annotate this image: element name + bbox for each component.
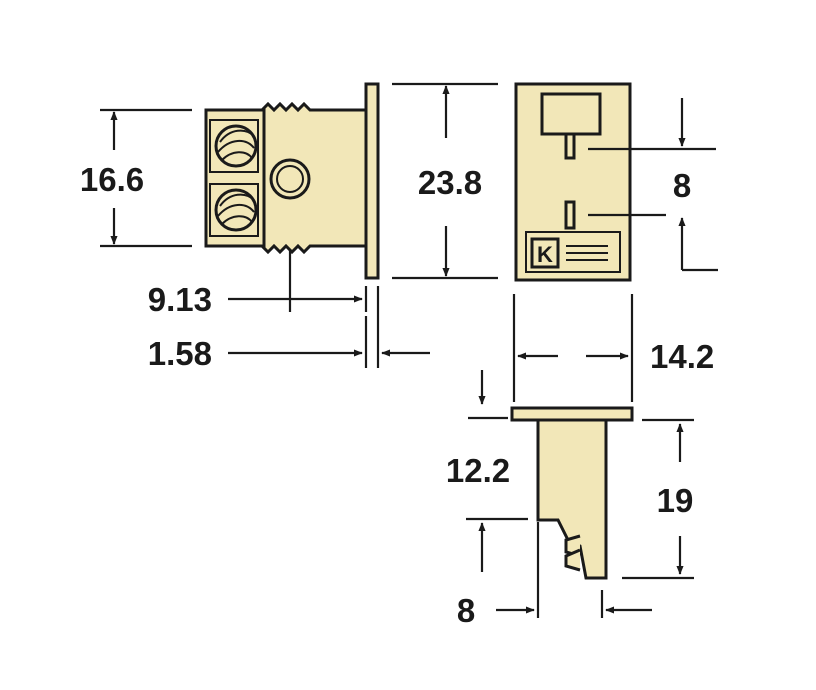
connector-flange — [364, 82, 380, 280]
dim-flange-thickness: 1.58 — [148, 335, 212, 372]
dim-screw-offset: 9.13 — [148, 281, 212, 318]
bottom-view: 12.2 19 8 — [446, 370, 694, 629]
label-lines-icon — [566, 245, 608, 261]
dim-slot-spacing: 8 — [673, 167, 691, 204]
upper-pin-slot — [564, 132, 576, 160]
dim-side-upper: 12.2 — [446, 452, 510, 489]
thread-teeth-icon — [564, 534, 581, 572]
dim-face-width: 14.2 — [650, 338, 714, 375]
dim-terminal-height: 16.6 — [80, 161, 144, 198]
dim-face-height: 23.8 — [418, 164, 482, 201]
front-view: K 8 14.2 — [512, 82, 718, 402]
dim-side-total: 19 — [657, 482, 694, 519]
screw-icon — [209, 119, 259, 173]
bottom-flange — [510, 406, 634, 422]
type-label-plate — [525, 231, 621, 273]
side-view: 16.6 23.8 9.13 1.58 — [80, 82, 498, 372]
boss-icon — [269, 158, 311, 200]
dim-side-width: 8 — [457, 592, 475, 629]
type-label: K — [537, 242, 553, 267]
screw-icon — [209, 183, 259, 237]
lower-pin-slot — [564, 200, 576, 230]
upper-slot-housing — [540, 92, 602, 136]
